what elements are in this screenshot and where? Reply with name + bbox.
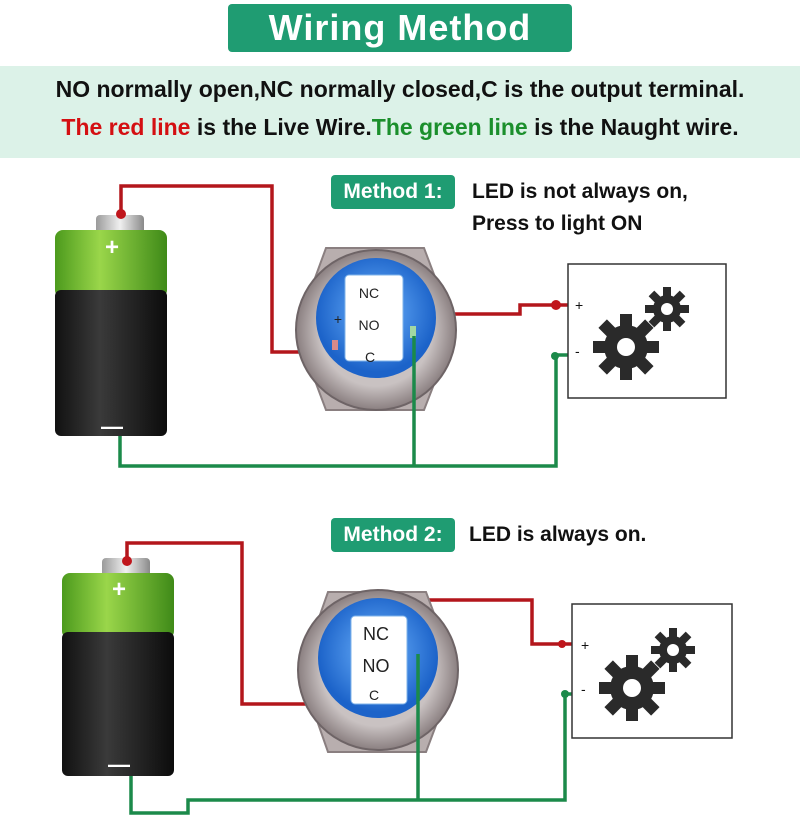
gear-icon	[599, 655, 665, 721]
gear-icon	[651, 628, 695, 672]
switch-plus-label: +	[334, 311, 342, 327]
switch-c-label: C	[369, 687, 379, 703]
battery-plus-label: +	[112, 576, 126, 603]
method-1-diagram: + — NC NO C + + -	[55, 184, 727, 468]
page-title: Wiring Method	[228, 4, 572, 52]
battery-icon: + —	[62, 558, 174, 777]
naught-wire-text: is the Naught wire.	[527, 114, 739, 140]
load-minus-label: -	[581, 681, 586, 697]
intro-panel: NO normally open,NC normally closed,C is…	[0, 66, 800, 158]
gear-icon	[593, 314, 659, 380]
switch-c-label: C	[365, 349, 375, 365]
red-line-label: The red line	[61, 114, 191, 140]
switch-nc-label: NC	[363, 624, 389, 644]
battery-minus-label: —	[101, 414, 123, 439]
gear-icon	[645, 287, 689, 331]
load-plus-label: +	[575, 297, 583, 313]
green-line-label: The green line	[371, 114, 528, 140]
load-box: + -	[571, 603, 733, 739]
method-1-badge: Method 1:	[331, 175, 455, 209]
method-2-diagram: + — NC NO C + -	[62, 541, 733, 815]
battery-plus-label: +	[105, 234, 119, 261]
battery-icon: + —	[55, 215, 167, 439]
method-2-text: LED is always on.	[469, 523, 647, 546]
intro-line-2: The red line is the Live Wire.The green …	[0, 114, 800, 141]
load-minus-label: -	[575, 343, 580, 359]
load-box: + -	[567, 263, 727, 399]
method-1-text-line-2: Press to light ON	[472, 212, 643, 235]
method-2-badge: Method 2:	[331, 518, 455, 552]
switch-no-label: NO	[359, 317, 380, 333]
load-plus-label: +	[581, 637, 589, 653]
live-wire-text: is the Live Wire.	[190, 114, 372, 140]
intro-line-1: NO normally open,NC normally closed,C is…	[55, 76, 745, 102]
switch-icon: NC NO C +	[294, 247, 457, 411]
switch-no-label: NO	[363, 656, 390, 676]
switch-nc-label: NC	[359, 285, 379, 301]
switch-icon: NC NO C	[297, 589, 459, 753]
method-1-text-line-1: LED is not always on,	[472, 180, 688, 203]
battery-minus-label: —	[108, 752, 130, 777]
